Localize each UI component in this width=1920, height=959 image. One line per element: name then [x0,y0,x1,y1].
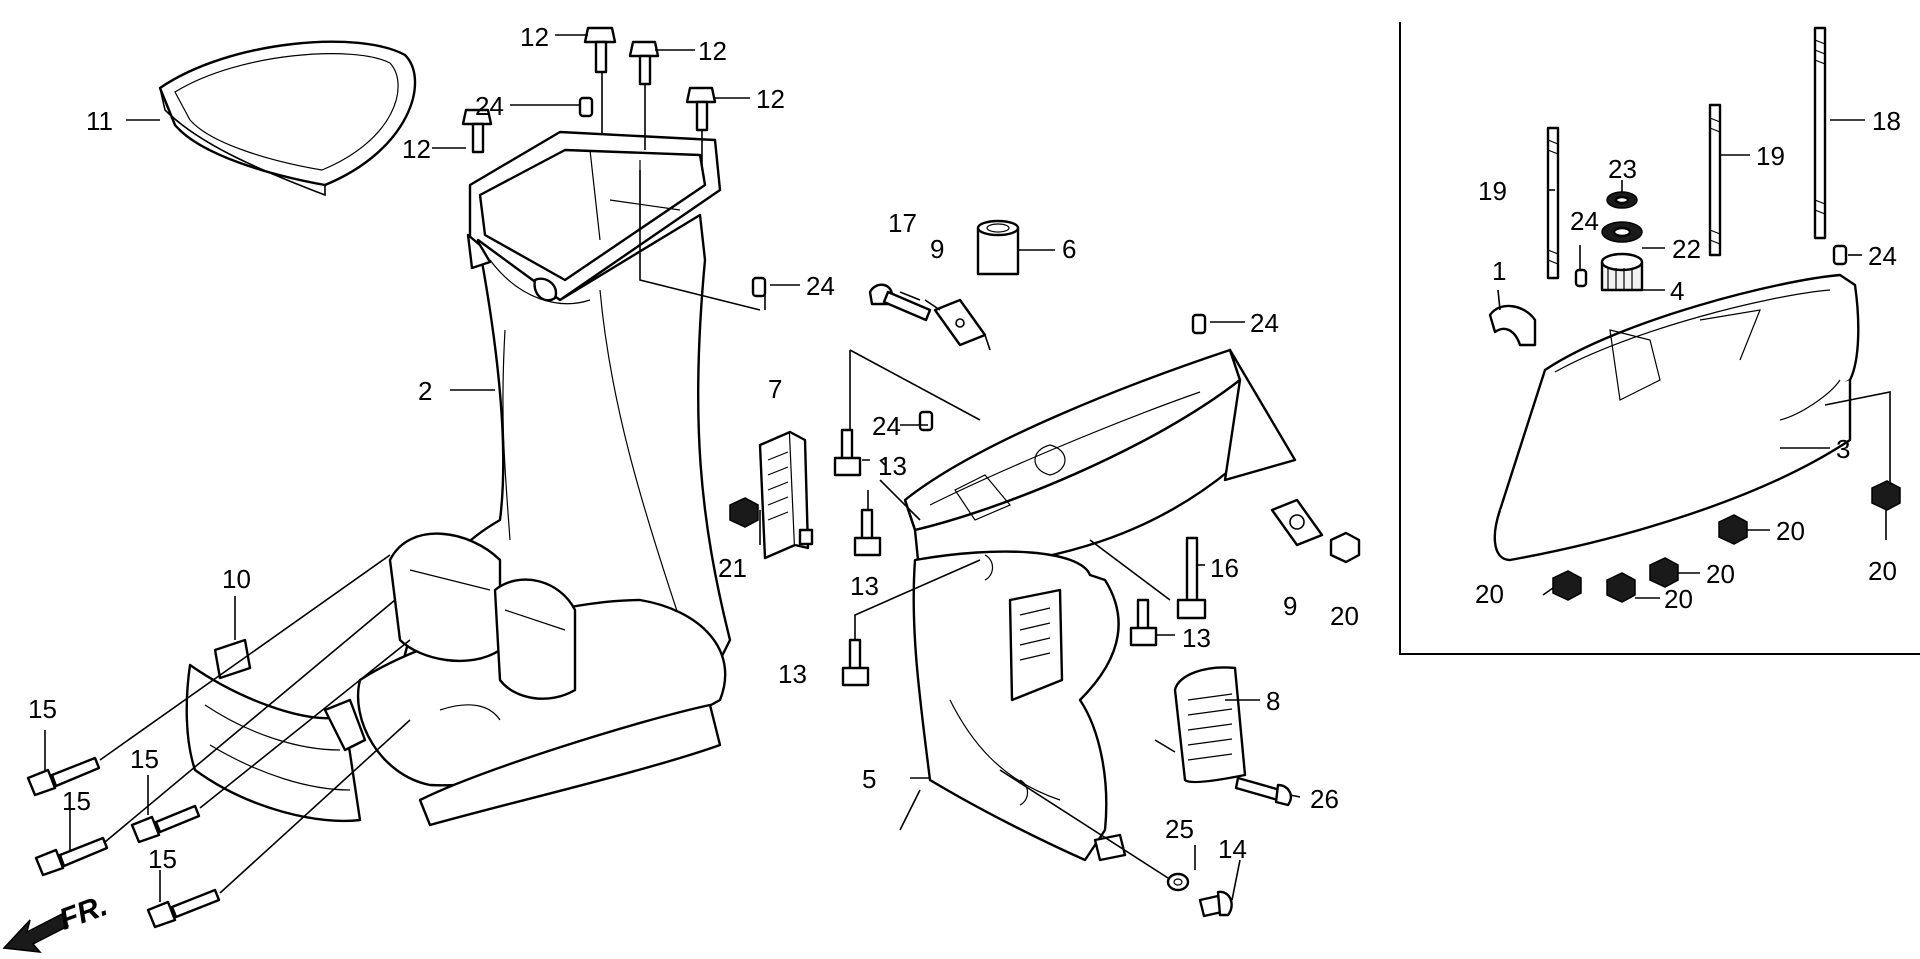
bolt-15-a [26,756,101,797]
callout-12: 12 [402,134,431,164]
callout-12: 12 [698,36,727,66]
callout-20: 20 [1706,559,1735,589]
part-2-extension-case [356,130,732,827]
part-5-lower-case-housing [903,348,1297,862]
callout-15: 15 [148,844,177,874]
bolt-15-c [130,804,201,844]
callout-13: 13 [778,659,807,689]
callout-11: 11 [86,106,113,136]
bolt-15-b [34,836,109,877]
callout-24: 24 [1250,308,1279,338]
callout-15: 15 [62,786,91,816]
callout-22: 22 [1672,234,1701,264]
callout-12: 12 [520,22,549,52]
bolt-13-c [841,638,870,687]
callout-18: 18 [1872,106,1901,136]
callout-20: 20 [1664,584,1693,614]
bolt-12-a [583,26,617,74]
callout-13: 13 [878,451,907,481]
callout-21: 21 [718,553,747,583]
part-3-lower-case [1488,273,1860,562]
callout-23: 23 [1608,154,1637,184]
callout-7: 7 [768,374,782,404]
callout-20: 20 [1868,556,1897,586]
bolt-13-a [833,428,862,477]
part-10-mount-bracket [185,638,367,823]
callout-20: 20 [1330,601,1359,631]
front-label: FR. [55,889,112,937]
part-1-clip [1488,304,1537,347]
callout-20: 20 [1475,579,1504,609]
callout-24: 24 [475,91,504,121]
callout-labels: 11 12 12 12 12 24 24 2 17 9 6 24 24 7 13… [28,22,1901,874]
callout-8: 8 [1266,686,1280,716]
callout-4: 4 [1670,276,1684,306]
callout-17: 17 [888,208,917,238]
bolt-12-d [461,108,493,154]
callout-14: 14 [1218,834,1247,864]
callout-12: 12 [756,84,785,114]
callout-3: 3 [1836,434,1850,464]
callout-9: 9 [930,234,944,264]
callout-24: 24 [872,411,901,441]
bolt-12-c [685,86,717,132]
inset-frame [1399,22,1920,655]
callout-5: 5 [862,764,876,794]
bolt-13-b [853,508,882,557]
callout-13: 13 [1182,623,1211,653]
callout-15: 15 [28,694,57,724]
callout-24: 24 [1868,241,1897,271]
callout-10: 10 [222,564,251,594]
callout-26: 26 [1310,784,1339,814]
callout-24: 24 [806,271,835,301]
callout-19: 19 [1756,141,1785,171]
studs-and-fasteners [26,26,1901,929]
part-11-seal-ring [158,40,417,197]
front-direction-marker: FR. [2,889,112,953]
callout-15: 15 [130,744,159,774]
callout-24: 24 [1570,206,1599,236]
callout-2: 2 [418,376,432,406]
bolt-12-b [628,40,660,86]
arrow-left-icon [2,912,70,953]
callout-6: 6 [1062,234,1076,264]
callout-9: 9 [1283,591,1297,621]
bolt-13-d [1129,598,1158,647]
callout-19: 19 [1478,176,1507,206]
bolt-15-d [146,888,221,929]
callout-13: 13 [850,571,879,601]
callout-20: 20 [1776,516,1805,546]
callout-1: 1 [1492,256,1506,286]
callout-25: 25 [1165,814,1194,844]
leader-lines [44,34,1891,902]
callout-16: 16 [1210,553,1239,583]
